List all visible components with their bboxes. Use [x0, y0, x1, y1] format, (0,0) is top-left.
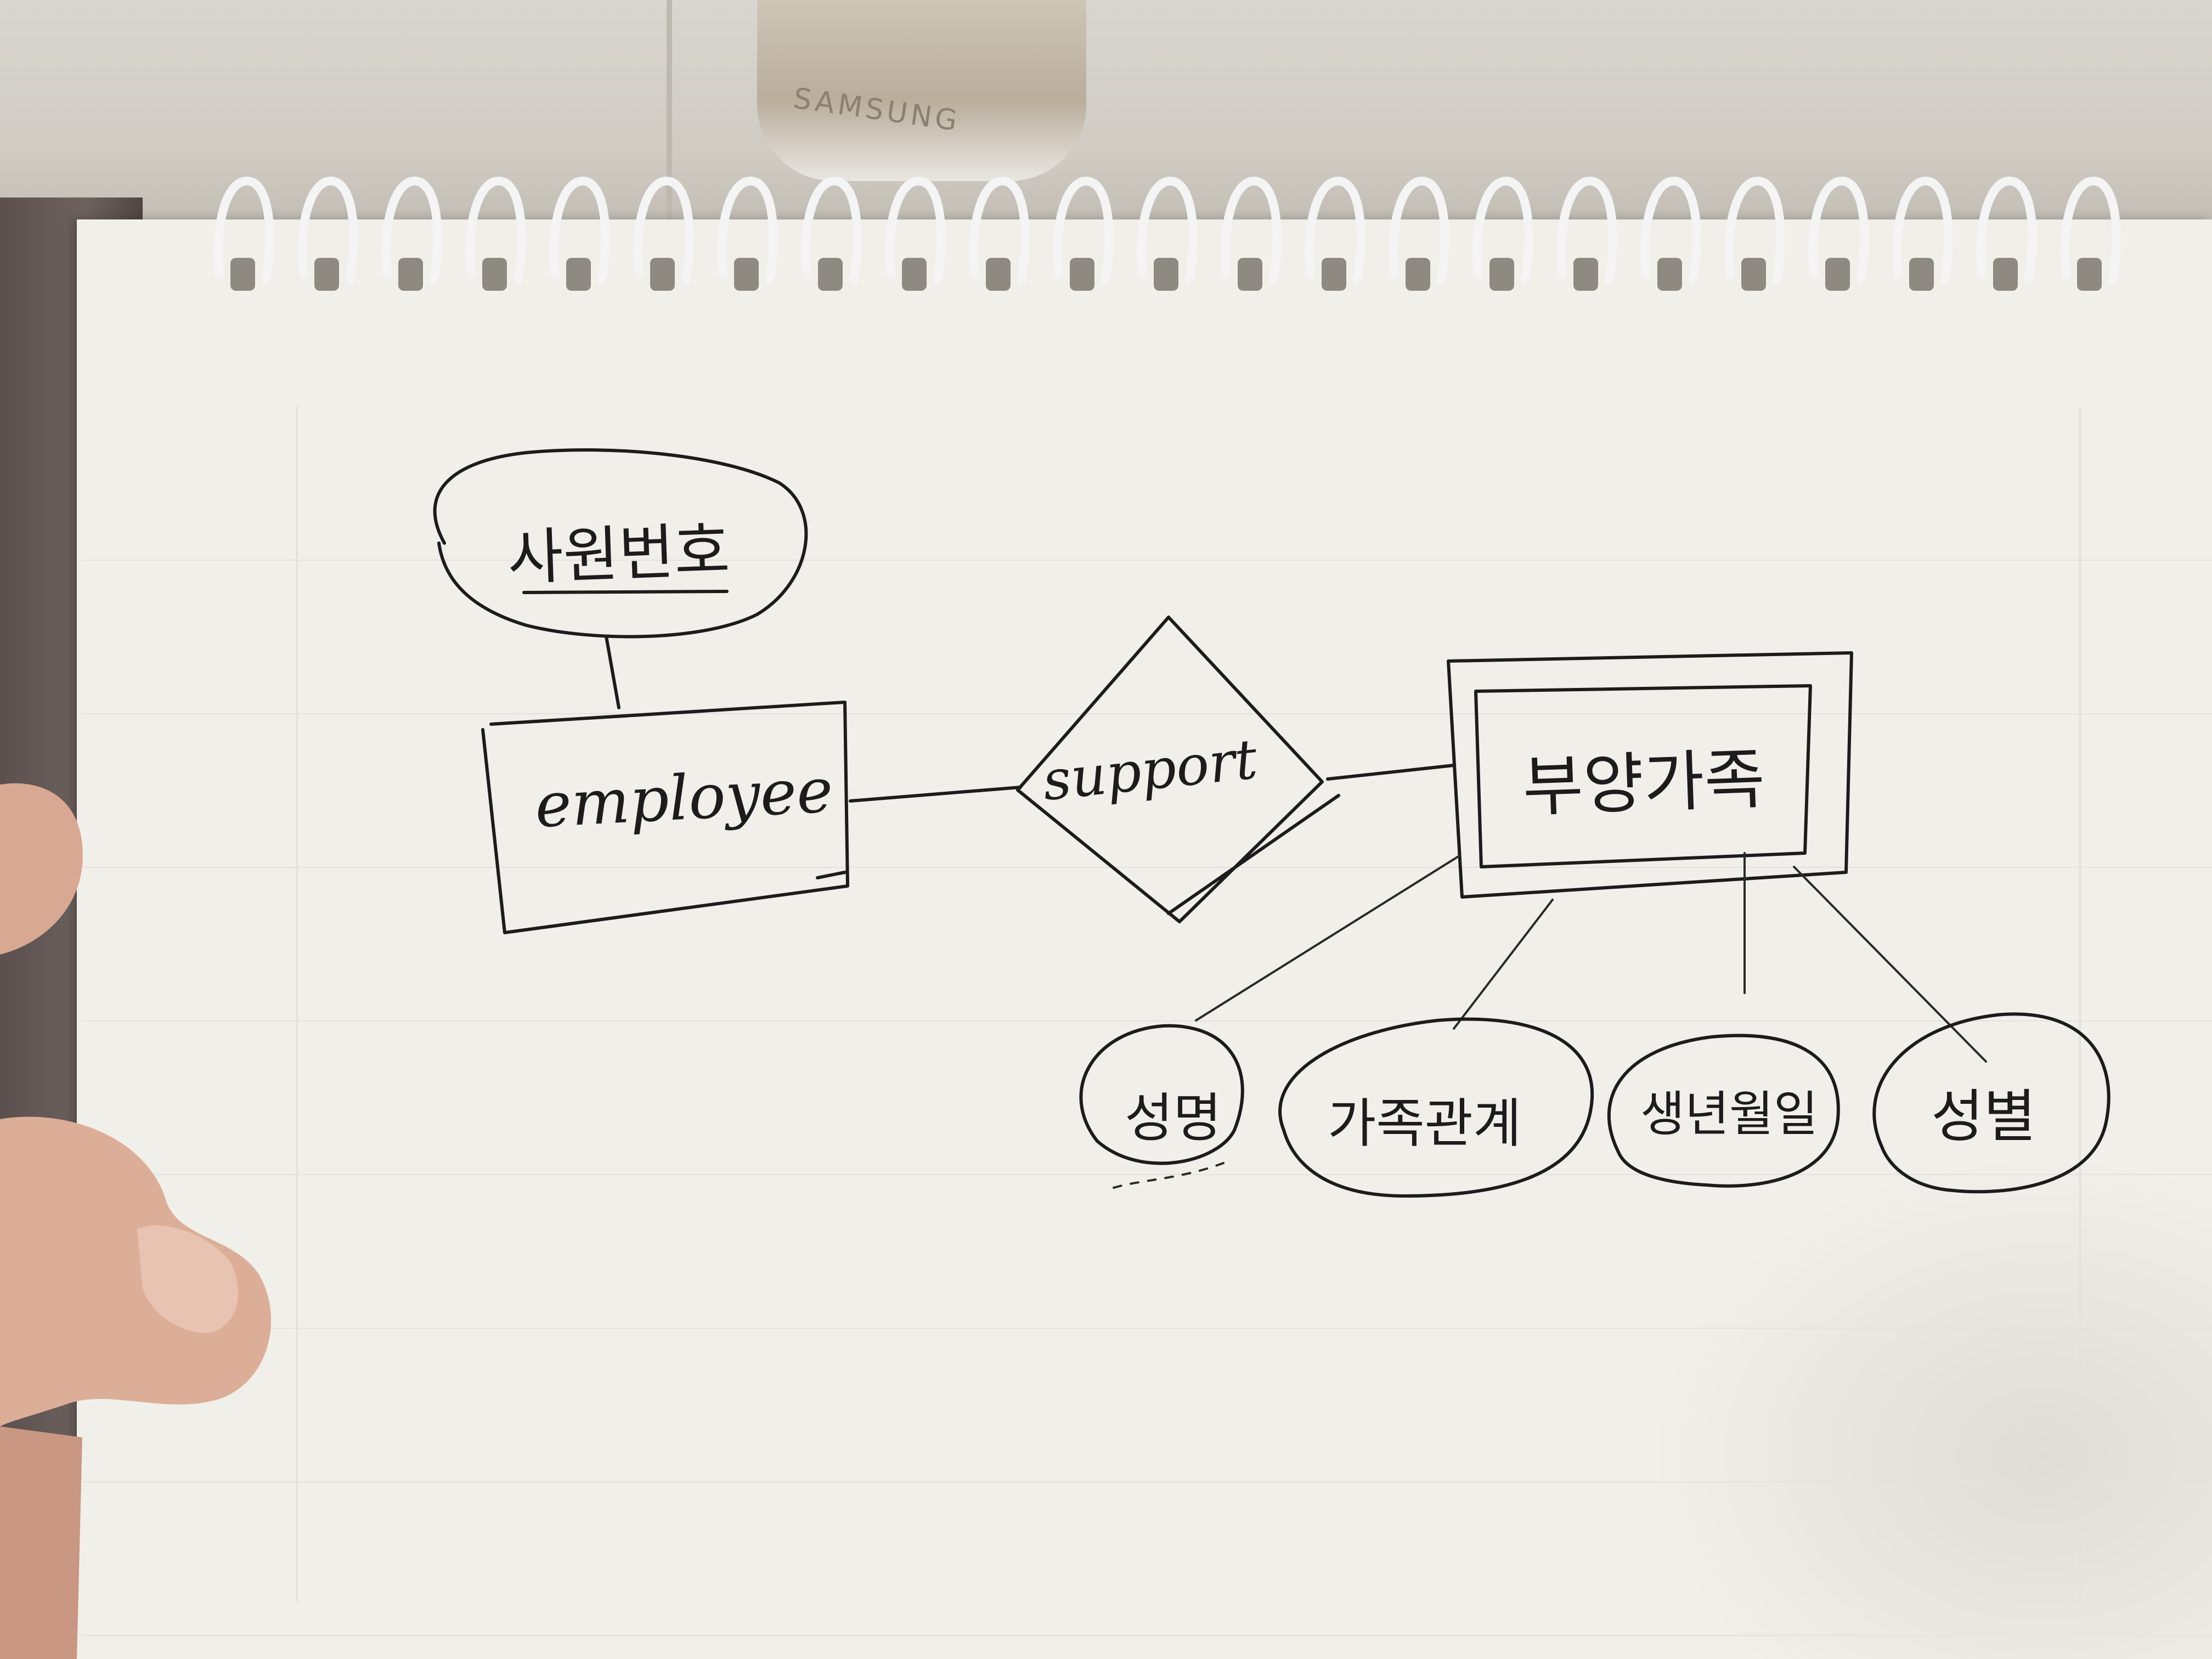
spiral-hole	[1657, 258, 1682, 291]
spiral-hole	[1909, 258, 1934, 291]
floor-seam	[667, 0, 672, 263]
spiral-hole	[818, 258, 843, 291]
spiral-loop	[297, 176, 358, 284]
spiral-loop	[1640, 176, 1701, 284]
entity-dependent-inner-box	[1474, 684, 1812, 868]
spiral-hole	[1741, 258, 1766, 291]
relationship-support-diamond	[1016, 616, 1324, 923]
spiral-hole	[2077, 258, 2102, 291]
spiral-loop	[1137, 176, 1198, 284]
attr-name-ellipse	[1079, 1024, 1244, 1165]
spiral-hole	[902, 258, 927, 291]
samsung-device	[757, 0, 1086, 181]
attr-employee-id-underline	[522, 590, 729, 594]
spiral-hole	[398, 258, 423, 291]
spiral-hole	[1322, 258, 1346, 291]
notebook-page	[77, 219, 2212, 1659]
spiral-loop	[1221, 176, 1282, 284]
link-dependent-name	[1195, 855, 1460, 1022]
spiral-loop	[1976, 176, 2037, 284]
attr-gender-label: 성별	[1931, 1083, 2036, 1150]
attr-family-relation-ellipse	[1278, 1017, 1594, 1198]
spiral-loop	[1389, 176, 1449, 284]
spiral-hole	[482, 258, 507, 291]
spiral-loop	[381, 176, 442, 284]
entity-dependent-label: 부양가족	[1521, 741, 1767, 826]
page-shadow	[1646, 1152, 2212, 1659]
attr-employee-id-ellipse	[433, 448, 808, 639]
spiral-loop	[1305, 176, 1365, 284]
spiral-loop	[1472, 176, 1533, 284]
spiral-loop	[2060, 176, 2121, 284]
right-margin-line	[2079, 406, 2081, 1602]
spiral-loop	[1724, 176, 1785, 284]
spiral-hole	[314, 258, 339, 291]
attr-name-dashed-underline	[1113, 1162, 1224, 1189]
attr-employee-id-label: 사원번호	[506, 515, 731, 594]
spiral-hole	[650, 258, 675, 291]
spiral-loop	[717, 176, 778, 284]
spiral-hole	[566, 258, 591, 291]
spiral-loop	[1808, 176, 1869, 284]
link-employee-id	[605, 635, 620, 709]
spiral-loop	[885, 176, 946, 284]
attr-gender-ellipse	[1872, 1012, 2111, 1194]
attr-family-relation-label: 가족관계	[1328, 1093, 1522, 1154]
link-dependent-gender	[1793, 866, 1987, 1063]
attr-birth-date-label: 생년월일	[1640, 1086, 1818, 1142]
link-employee-support	[849, 786, 1022, 803]
spiral-hole	[1489, 258, 1514, 291]
spiral-loop	[969, 176, 1030, 284]
spiral-loop	[633, 176, 694, 284]
left-margin-line	[296, 406, 298, 1602]
spiral-hole	[1993, 258, 2018, 291]
entity-dependent-outer-box	[1447, 651, 1853, 899]
link-dependent-family-relation	[1453, 899, 1554, 1030]
spiral-hole	[986, 258, 1011, 291]
spiral-hole	[1070, 258, 1094, 291]
spiral-hole	[734, 258, 759, 291]
attr-name-label: 성명	[1125, 1087, 1222, 1149]
spiral-hole	[1154, 258, 1178, 291]
spiral-loop	[213, 176, 274, 284]
spiral-loop	[465, 176, 526, 284]
spiral-loop	[549, 176, 610, 284]
spiral-hole	[1825, 258, 1850, 291]
spiral-loop	[801, 176, 862, 284]
link-support-dependent	[1326, 764, 1455, 781]
spiral-loop	[1892, 176, 1953, 284]
spiral-loop	[1556, 176, 1617, 284]
attr-birth-date-ellipse	[1607, 1034, 1840, 1188]
spiral-hole	[230, 258, 255, 291]
spiral-hole	[1573, 258, 1598, 291]
spiral-loop	[1053, 176, 1114, 284]
spiral-hole	[1238, 258, 1262, 291]
hand-holding-notebook	[0, 783, 272, 1659]
spiral-hole	[1406, 258, 1430, 291]
entity-employee-box	[481, 701, 849, 934]
